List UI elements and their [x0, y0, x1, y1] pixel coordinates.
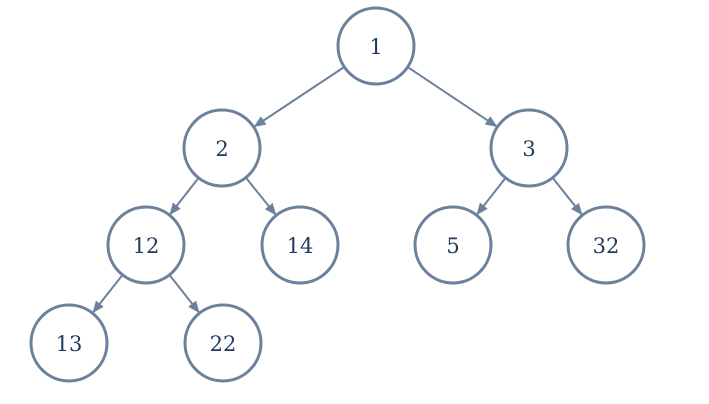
node-label: 32 [593, 234, 620, 258]
tree-node-13: 13 [29, 303, 109, 383]
node-circle [183, 303, 263, 383]
edge-n1-n3 [407, 66, 498, 128]
edge-n12-n22 [169, 275, 200, 314]
node-circle [29, 303, 109, 383]
tree-node-12: 12 [106, 205, 186, 285]
edge-n3-n5 [476, 178, 506, 216]
tree-node-5: 5 [413, 205, 493, 285]
node-label: 3 [522, 137, 535, 161]
node-label: 14 [287, 234, 314, 258]
edge-n1-n2 [253, 66, 345, 128]
node-circle [182, 108, 262, 188]
edge-n2-n14 [245, 177, 277, 216]
tree-node-22: 22 [183, 303, 263, 383]
tree-node-14: 14 [260, 205, 340, 285]
node-circle [489, 108, 569, 188]
node-circle [260, 205, 340, 285]
node-label: 5 [446, 234, 459, 258]
node-circle [336, 6, 416, 86]
tree-node-2: 2 [182, 108, 262, 188]
node-circle [106, 205, 186, 285]
node-circle [566, 205, 646, 285]
edge-n3-n32 [552, 177, 583, 216]
node-label: 12 [133, 234, 160, 258]
node-label: 22 [210, 332, 237, 356]
node-circle [413, 205, 493, 285]
node-label: 1 [369, 35, 382, 59]
tree-node-3: 3 [489, 108, 569, 188]
edge-n12-n13 [92, 275, 123, 314]
tree-node-32: 32 [566, 205, 646, 285]
node-label: 13 [56, 332, 83, 356]
tree-node-1: 1 [336, 6, 416, 86]
edges-layer [92, 66, 583, 314]
node-label: 2 [215, 137, 228, 161]
edge-n2-n12 [169, 178, 199, 216]
